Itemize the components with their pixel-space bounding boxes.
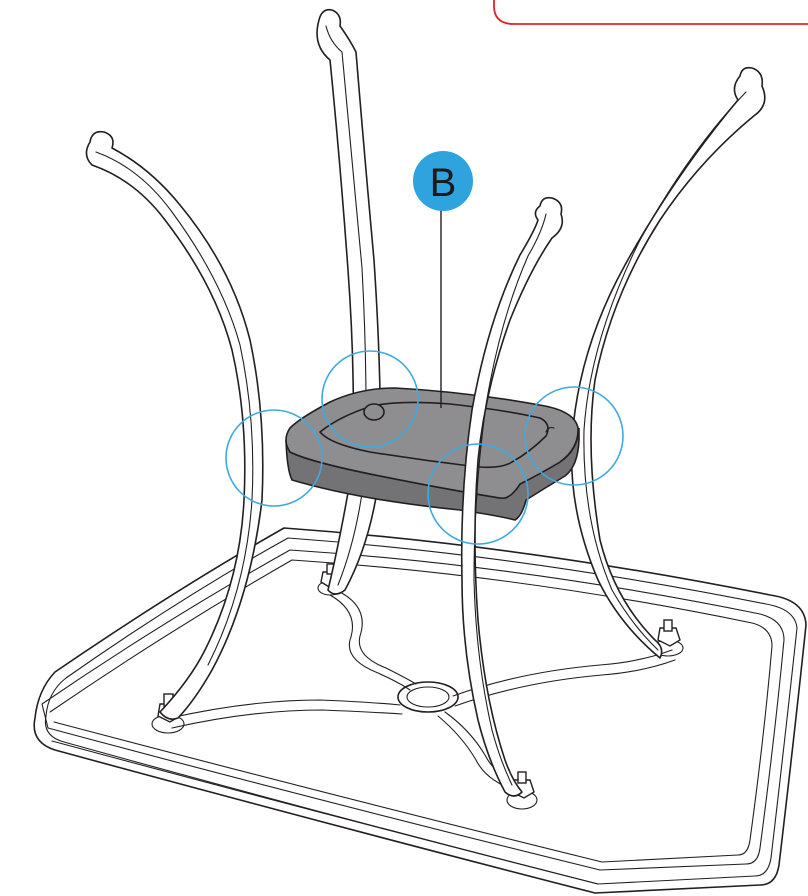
support-bracket [169,589,676,791]
callout-circle-left [225,409,323,507]
callout-circle-front [427,443,529,545]
callout-circle-right [524,386,624,486]
table-top [33,527,807,894]
part-label-badge [413,151,473,211]
leg-back [316,8,382,595]
leg-front [460,196,564,797]
part-label-text: B [430,161,457,205]
leg-left [85,130,264,720]
ring-b [285,387,580,521]
leg-right [570,66,766,659]
top-right-box [493,0,808,25]
callout-circle-back [321,350,419,448]
